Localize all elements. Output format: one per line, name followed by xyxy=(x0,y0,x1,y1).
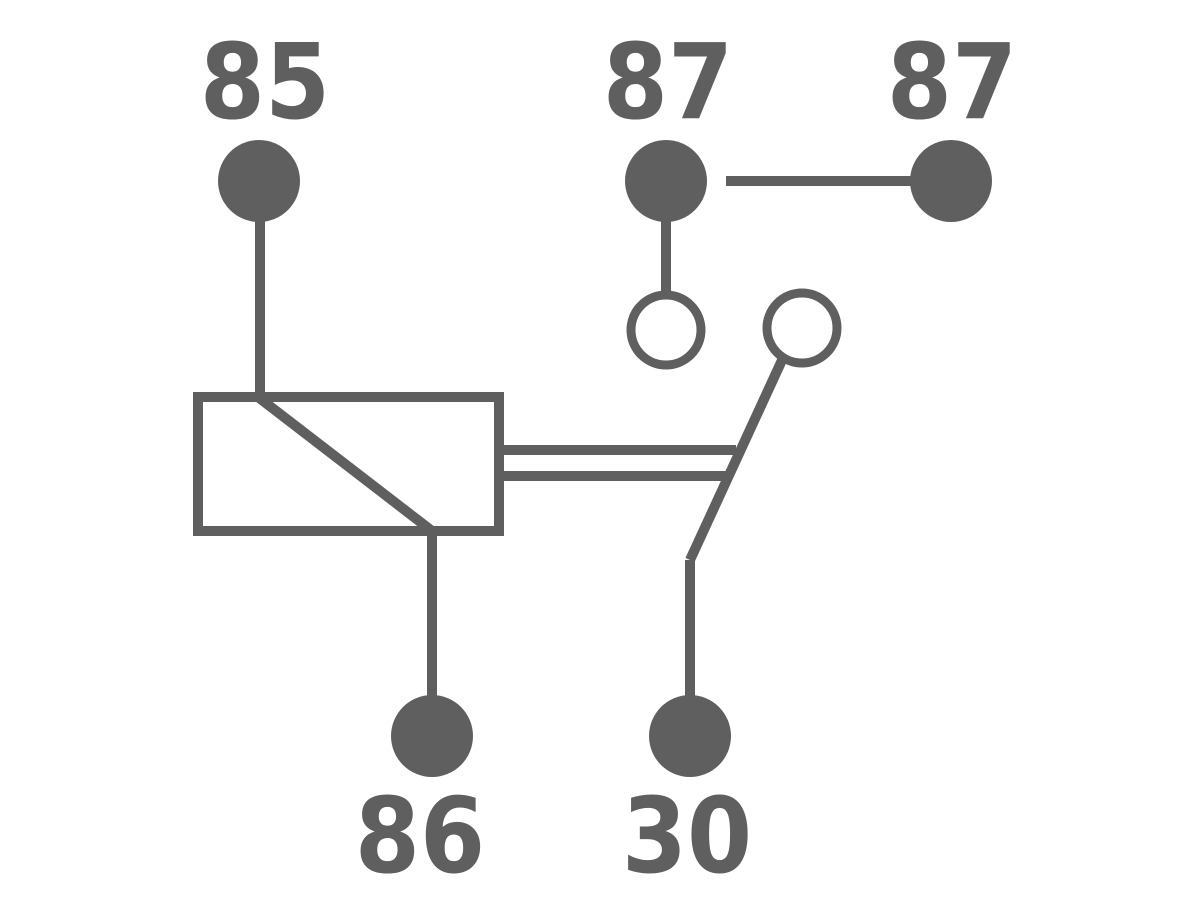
contact-no-circle xyxy=(762,288,842,368)
coil-diagonal xyxy=(254,393,436,535)
label-pin-87b: 87 xyxy=(887,21,1017,143)
switch-arm xyxy=(685,355,788,563)
terminal-pin-86 xyxy=(391,695,473,777)
terminal-pin-87 xyxy=(625,140,707,222)
label-pin-86: 86 xyxy=(355,775,485,897)
contact-nc-circle xyxy=(626,290,706,370)
terminal-pin-30 xyxy=(649,695,731,777)
label-pin-87: 87 xyxy=(603,21,733,143)
label-pin-30: 30 xyxy=(622,775,752,897)
terminal-pin-87b xyxy=(910,140,992,222)
label-pin-85: 85 xyxy=(200,21,330,143)
relay-coil-box xyxy=(193,392,504,536)
terminal-pin-85 xyxy=(218,140,300,222)
